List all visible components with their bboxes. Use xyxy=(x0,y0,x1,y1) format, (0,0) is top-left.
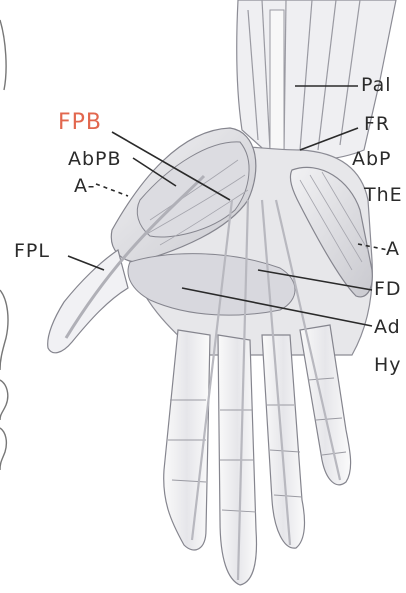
label-fpl: FPL xyxy=(14,242,50,261)
leader-a-left xyxy=(96,184,128,196)
label-hy: Hy xyxy=(374,356,402,375)
label-ad: Ad xyxy=(374,318,401,337)
label-pal: Pal xyxy=(361,76,392,95)
label-abpb: AbPB xyxy=(68,150,122,169)
label-fr: FR xyxy=(364,115,390,134)
label-a-right: A xyxy=(386,240,400,259)
label-fd: FD xyxy=(374,280,402,299)
palmaris-tendon xyxy=(270,10,284,150)
label-th: ThE xyxy=(364,186,403,205)
label-a-left: A- xyxy=(74,177,95,196)
label-abp: AbP xyxy=(352,150,392,169)
leader-fpl xyxy=(68,256,104,270)
label-fpb: FPB xyxy=(58,112,102,134)
skeleton-fragment xyxy=(0,20,8,470)
